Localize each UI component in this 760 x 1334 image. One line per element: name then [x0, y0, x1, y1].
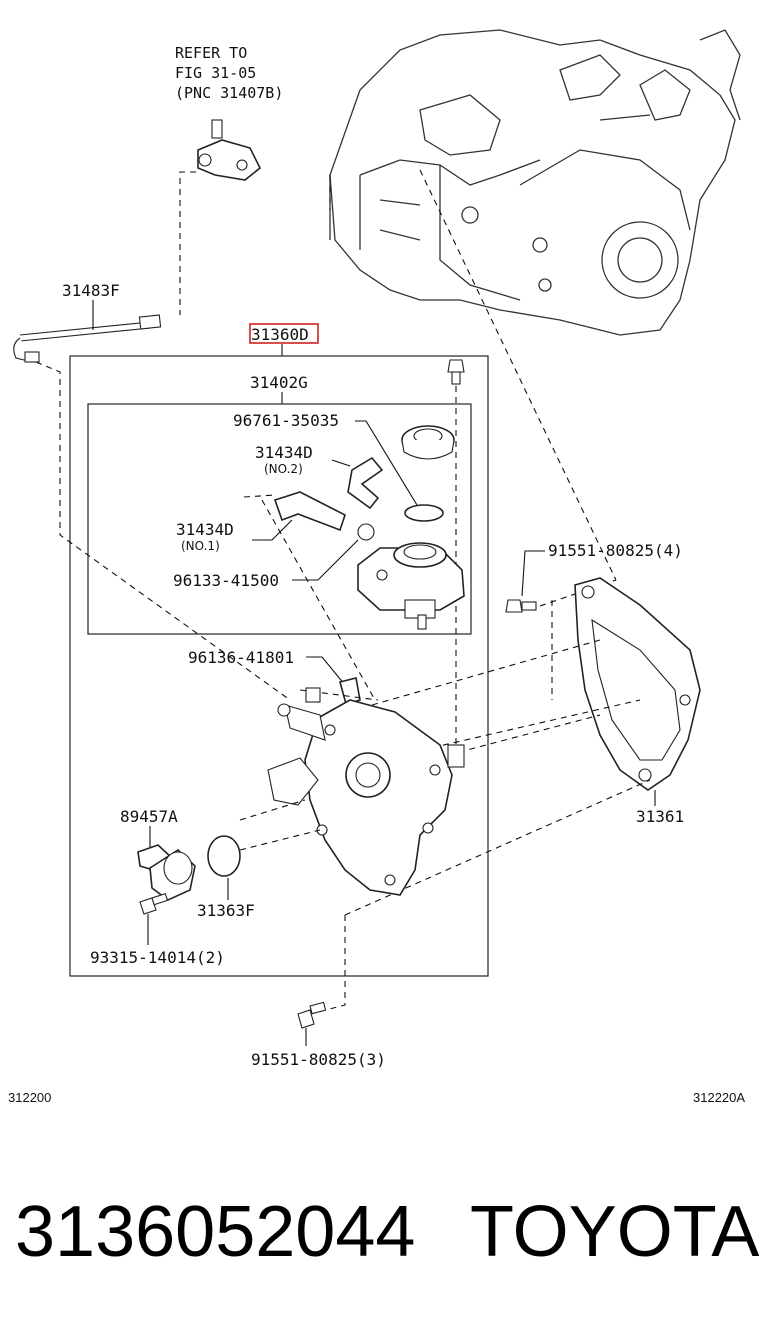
- clutch-housing-illustration: [267, 687, 465, 896]
- refer-note-line1: REFER TO: [175, 44, 247, 62]
- callout-96136-41801: 96136-41801: [188, 648, 294, 667]
- o-ring-illustration: [404, 504, 444, 522]
- transmission-case-illustration: [329, 29, 741, 336]
- bolt-illustration-top: [447, 359, 465, 385]
- callout-93315-14014-2: 93315-14014(2): [90, 948, 225, 967]
- callout-91551-80825-3: 91551-80825(3): [251, 1050, 386, 1069]
- callout-31434D-no2-sub: (NO.2): [264, 462, 303, 476]
- kit-31402G-frame: [87, 403, 472, 635]
- bolt-illustration-bottom: [297, 1001, 327, 1029]
- callout-96761-35035: 96761-35035: [233, 411, 339, 430]
- bolt-illustration-sensor: [139, 892, 169, 915]
- hose-no1-illustration: [273, 491, 346, 532]
- refer-note-line2: FIG 31-05: [175, 64, 256, 82]
- callout-89457A: 89457A: [120, 807, 178, 826]
- cylinder-body-illustration: [357, 542, 465, 630]
- hose-no2-illustration: [347, 456, 384, 510]
- callout-91551-80825-4: 91551-80825(4): [548, 541, 683, 560]
- o-ring-31363F-illustration: [207, 835, 241, 877]
- bolt-illustration-right: [505, 599, 537, 613]
- callout-31360D: 31360D: [251, 325, 309, 344]
- seal-cup-illustration: [401, 425, 455, 460]
- callout-31363F: 31363F: [197, 901, 255, 920]
- callout-31483F: 31483F: [62, 281, 120, 300]
- highlight-box-31360D: [249, 323, 319, 344]
- clamp-illustration: [357, 523, 375, 541]
- refer-note-line3: (PNC 31407B): [175, 84, 283, 102]
- footer-brand: TOYOTA: [470, 1192, 759, 1272]
- callout-31434D-no1-sub: (NO.1): [181, 539, 220, 553]
- diagram-code-right: 312220A: [693, 1090, 745, 1105]
- callout-31434D-no1: 31434D: [176, 520, 234, 539]
- hydraulic-fitting-illustration: [197, 119, 262, 181]
- assembly-31360D-frame: [69, 355, 489, 977]
- footer-part-number: 3136052044: [15, 1192, 415, 1272]
- callout-31402G: 31402G: [250, 373, 308, 392]
- sensor-89457A-illustration: [137, 844, 196, 901]
- bracket-31361-illustration: [574, 577, 701, 791]
- callout-31361: 31361: [636, 807, 684, 826]
- diagram-code-left: 312200: [8, 1090, 51, 1105]
- callout-31434D-no2: 31434D: [255, 443, 313, 462]
- clutch-hose-illustration: [13, 314, 162, 363]
- callout-96133-41500: 96133-41500: [173, 571, 279, 590]
